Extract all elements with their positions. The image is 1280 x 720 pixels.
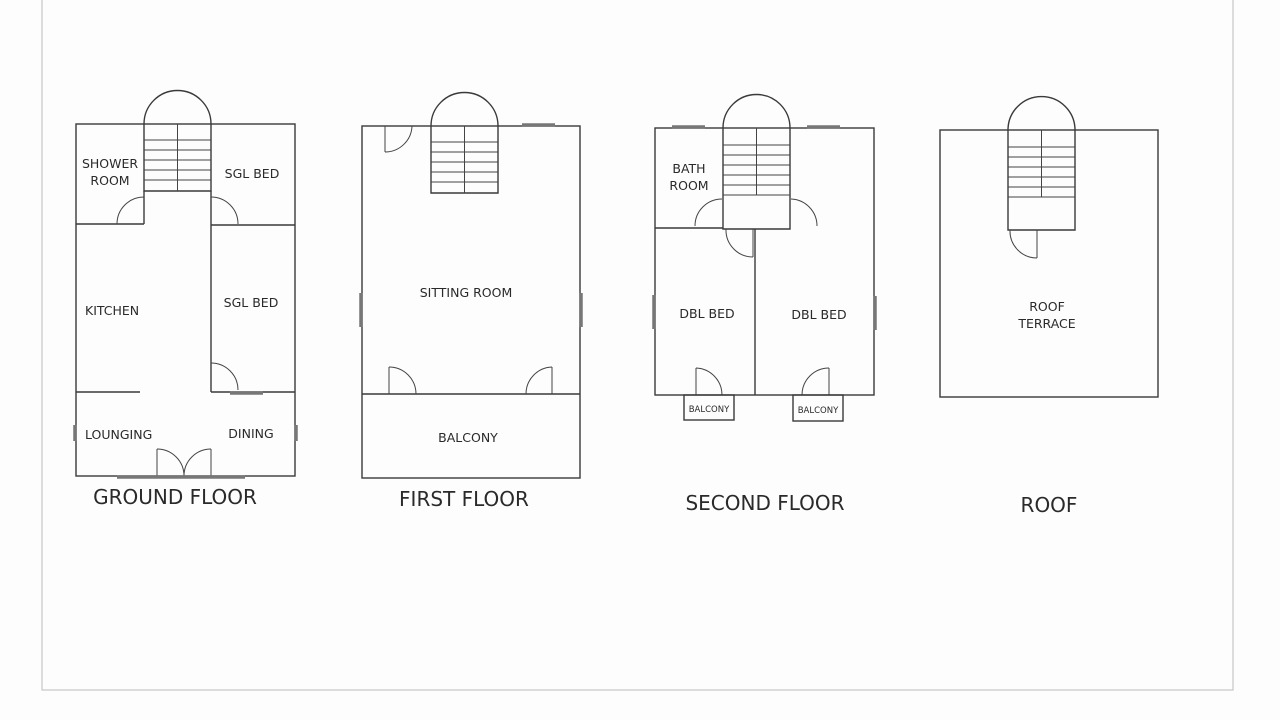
staircase	[143, 89, 212, 192]
room-label: DBL BED	[679, 306, 734, 321]
room-label: DINING	[228, 426, 273, 441]
room-label: DBL BED	[791, 307, 846, 322]
room-label: ROOM	[90, 173, 129, 188]
door-icon	[384, 125, 413, 153]
balcony	[683, 394, 735, 421]
door-icon	[116, 196, 145, 225]
ground-floor-plan: SHOWER ROOM SGL BED KITCHEN SGL BED LOUN…	[73, 89, 298, 509]
floor-title: FIRST FLOOR	[399, 487, 529, 511]
floor-title: ROOF	[1021, 493, 1078, 517]
room-label: BALCONY	[798, 406, 839, 416]
page-border	[41, 0, 1234, 691]
balcony	[792, 394, 844, 422]
staircase	[722, 93, 791, 230]
roof-plan: ROOF TERRACE ROOF	[939, 95, 1159, 517]
door-icon	[210, 362, 239, 391]
room-label: SGL BED	[224, 295, 279, 310]
first-floor-plan: SITTING ROOM BALCONY FIRST FLOOR	[359, 91, 583, 511]
room-label: BALCONY	[438, 430, 498, 445]
second-floor-plan: BATH ROOM DBL BED DBL BED BALCONY BALCON…	[652, 93, 877, 515]
door-icon	[694, 198, 723, 227]
door-icon	[790, 198, 818, 227]
staircase	[1007, 95, 1076, 231]
room-label: TERRACE	[1017, 316, 1075, 331]
front-double-door-icon	[156, 448, 212, 477]
room-label: SHOWER	[82, 156, 138, 171]
room-label: BALCONY	[689, 405, 730, 415]
door-icon	[725, 228, 754, 258]
room-label: ROOM	[669, 178, 708, 193]
room-label: LOUNGING	[85, 427, 152, 442]
room-label: ROOF	[1029, 299, 1065, 314]
door-icon	[801, 367, 830, 396]
floor-title: SECOND FLOOR	[685, 491, 844, 515]
door-icon	[695, 367, 723, 396]
door-icon	[525, 366, 553, 395]
staircase	[430, 91, 499, 194]
room-label: KITCHEN	[85, 303, 139, 318]
room-label: SITTING ROOM	[420, 285, 513, 300]
floor-title: GROUND FLOOR	[93, 485, 257, 509]
door-icon	[1009, 229, 1038, 259]
room-label: BATH	[672, 161, 705, 176]
door-icon	[210, 196, 239, 225]
door-icon	[388, 366, 417, 395]
room-label: SGL BED	[225, 166, 280, 181]
